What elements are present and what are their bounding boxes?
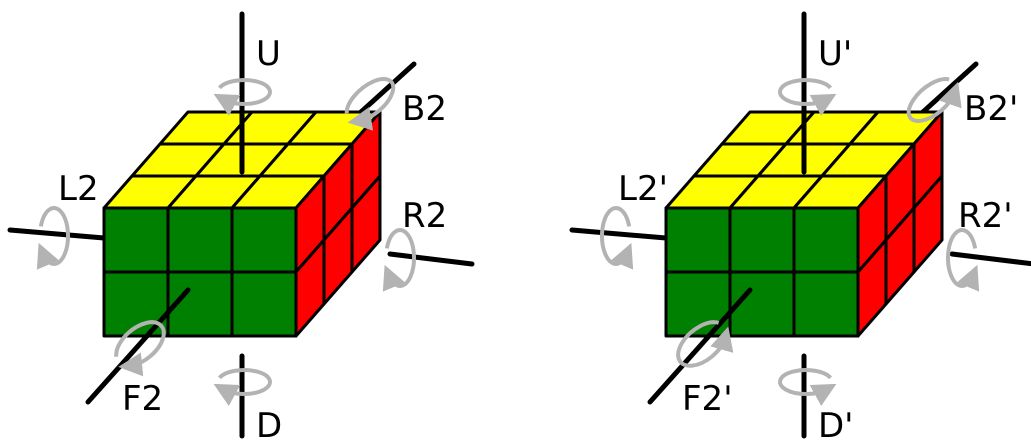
label-down: D — [256, 406, 282, 442]
cube — [664, 110, 944, 338]
up-rotation-arrow — [778, 78, 837, 117]
cube-diagram-left: U B2 L2 R2 F2 D — [7, 11, 475, 446]
right-rotation-arrow — [382, 228, 416, 292]
back-rotation-arrow — [906, 77, 962, 123]
front-sticker — [664, 206, 732, 274]
label-right: R2' — [958, 196, 1013, 236]
right-sticker — [912, 174, 944, 274]
front-sticker — [728, 206, 796, 274]
cube-diagram-right: U' B2' L2' R2' F2' D' — [569, 11, 1031, 446]
right-rotation-arrow — [946, 228, 980, 292]
right-axis — [387, 251, 475, 267]
label-front: F2' — [682, 379, 733, 419]
label-back: B2' — [964, 89, 1018, 129]
front-sticker — [792, 206, 860, 274]
label-right: R2 — [402, 196, 447, 236]
front-sticker — [230, 206, 298, 274]
left-rotation-arrow — [36, 206, 70, 270]
label-left: L2 — [58, 169, 99, 209]
label-left: L2' — [618, 169, 668, 209]
front-sticker — [230, 270, 298, 338]
front-axis — [85, 287, 191, 405]
front-axis — [647, 287, 753, 405]
label-back: B2 — [402, 89, 447, 129]
label-down: D' — [818, 406, 854, 442]
label-front: F2 — [122, 379, 163, 419]
front-axes — [36, 77, 416, 439]
label-up: U' — [818, 34, 852, 74]
cube — [102, 110, 382, 338]
label-up: U — [256, 34, 281, 74]
back-rotation-arrow — [344, 77, 396, 131]
right-axis — [949, 251, 1031, 267]
front-sticker — [166, 206, 234, 274]
front-rotation-arrow — [676, 320, 734, 368]
left-axis — [569, 227, 669, 241]
left-rotation-arrow — [600, 206, 634, 270]
left-axis — [7, 227, 107, 241]
front-sticker — [792, 270, 860, 338]
front-axes — [600, 77, 980, 439]
right-sticker — [350, 174, 382, 274]
down-rotation-arrow — [213, 368, 272, 407]
front-sticker — [102, 206, 170, 274]
up-rotation-arrow — [213, 78, 272, 117]
down-rotation-arrow — [778, 368, 837, 407]
front-rotation-arrow — [114, 320, 166, 377]
